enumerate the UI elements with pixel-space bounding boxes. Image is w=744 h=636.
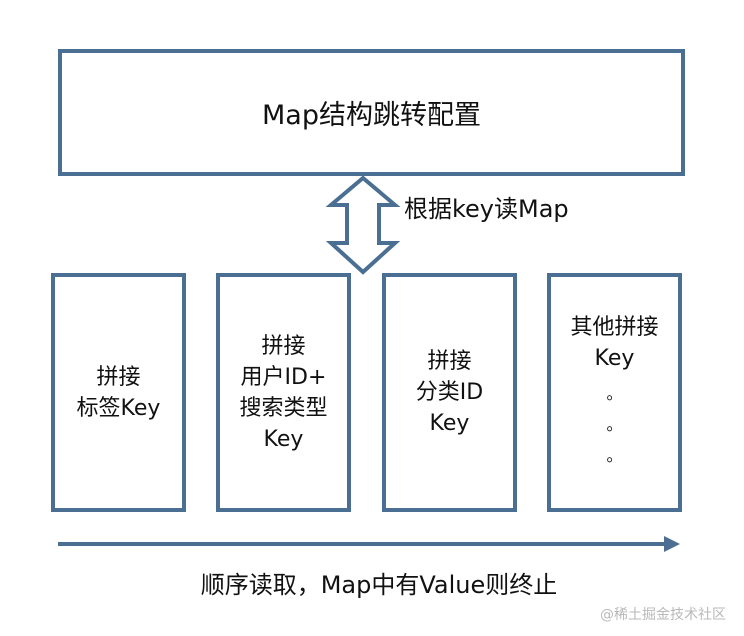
dot: 。 — [606, 415, 623, 434]
dot: 。 — [606, 384, 623, 403]
map-config-box: Map结构跳转配置 — [58, 49, 685, 176]
ellipsis-dots: 。 。 。 — [606, 378, 622, 471]
tag-key-text: 拼接 标签Key — [76, 364, 161, 421]
user-search-key-box: 拼接 用户ID+ 搜索类型 Key — [216, 273, 351, 512]
category-key-text: 拼接 分类ID Key — [415, 349, 484, 436]
tag-key-box: 拼接 标签Key — [51, 273, 186, 512]
bidirectional-arrow — [325, 175, 401, 275]
other-key-content: 其他拼接 Key 。 。 。 — [570, 315, 658, 471]
watermark: @稀土掘金技术社区 — [600, 607, 726, 623]
category-key-box: 拼接 分类ID Key — [382, 273, 517, 512]
sequence-arrow-head — [664, 536, 680, 552]
map-config-title: Map结构跳转配置 — [262, 100, 481, 131]
other-key-box: 其他拼接 Key 。 。 。 — [547, 273, 682, 512]
read-map-by-key-label: 根据key读Map — [404, 195, 569, 223]
other-key-text: 其他拼接 Key — [570, 315, 659, 371]
user-search-key-text: 拼接 用户ID+ 搜索类型 Key — [239, 333, 328, 452]
dot: 。 — [606, 446, 623, 465]
sequential-read-label: 顺序读取，Map中有Value则终止 — [200, 571, 558, 599]
